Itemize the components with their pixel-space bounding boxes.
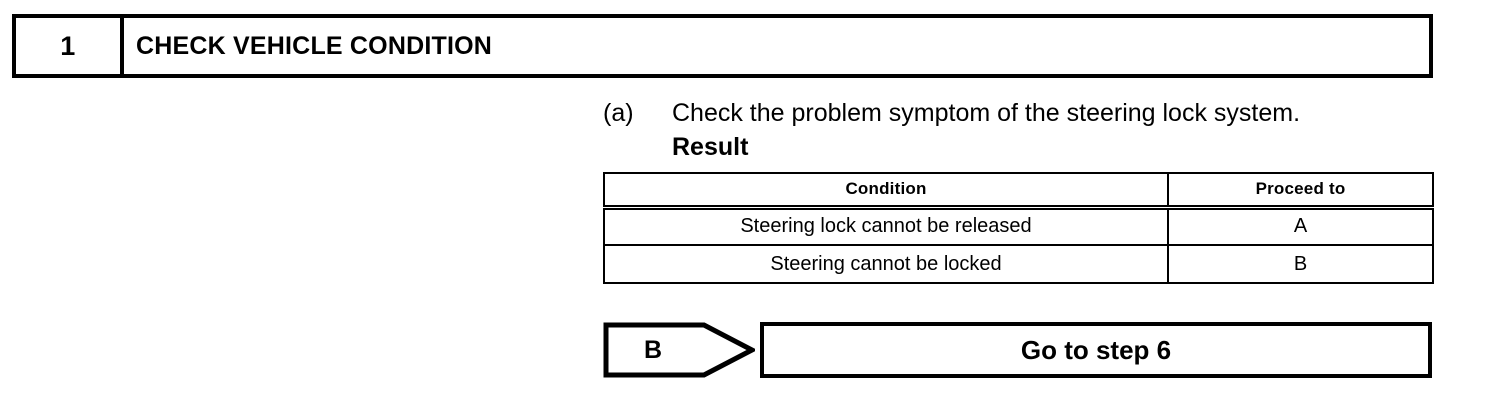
pennant-shape: B [603, 322, 755, 378]
procedure-text: Check the problem symptom of the steerin… [672, 99, 1301, 127]
arrow-pennant-icon [603, 322, 755, 378]
result-table: Condition Proceed to Steering lock canno… [603, 172, 1434, 284]
step-header-bar: 1 CHECK VEHICLE CONDITION [12, 14, 1433, 78]
column-header-condition: Condition [603, 172, 1169, 210]
procedure-marker: (a) [603, 99, 634, 127]
table-row: Steering cannot be locked B [603, 244, 1434, 284]
table-header-row: Condition Proceed to [603, 172, 1434, 210]
step-title: CHECK VEHICLE CONDITION [136, 31, 493, 60]
go-to-step-box[interactable]: Go to step 6 [760, 322, 1432, 378]
pennant-label: B [643, 335, 663, 364]
column-header-proceed-to: Proceed to [1167, 172, 1434, 210]
cell-condition: Steering cannot be locked [603, 244, 1169, 284]
cell-condition: Steering lock cannot be released [603, 206, 1169, 246]
step-number: 1 [16, 18, 124, 74]
procedure-line: (a) Check the problem symptom of the ste… [603, 96, 1443, 163]
procedure-subheading: Result [672, 133, 749, 161]
cell-proceed-to: A [1167, 206, 1434, 246]
procedure-block: (a) Check the problem symptom of the ste… [603, 96, 1443, 163]
table-row: Steering lock cannot be released A [603, 206, 1434, 246]
jump-row: B Go to step 6 [603, 322, 1432, 378]
cell-proceed-to: B [1167, 244, 1434, 284]
procedure-body: Check the problem symptom of the steerin… [672, 96, 1443, 163]
